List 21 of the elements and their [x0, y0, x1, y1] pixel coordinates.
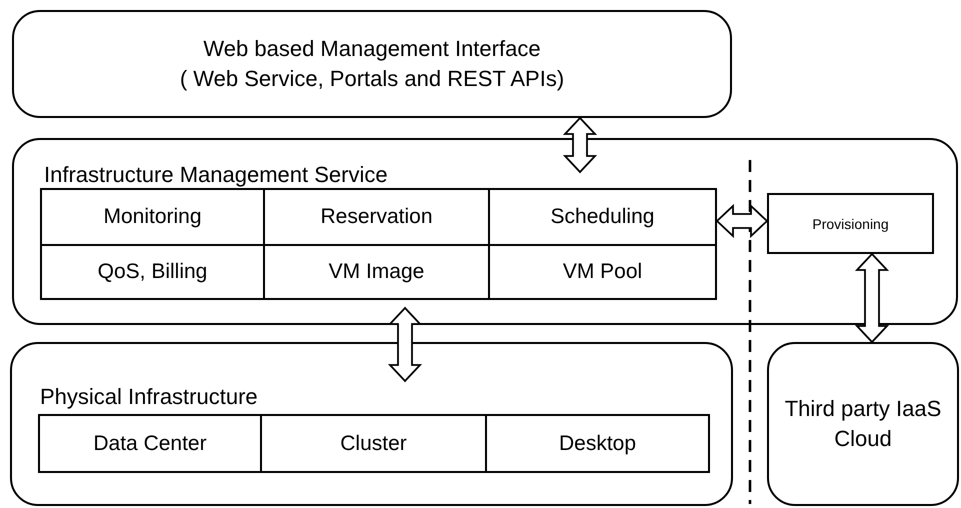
module-cell: VM Pool [488, 244, 717, 300]
module-cell: Data Center [38, 414, 262, 473]
module-cell: Desktop [485, 414, 710, 473]
module-cell: Cluster [260, 414, 487, 473]
double-arrow [562, 116, 598, 174]
panel-title: ( Web Service, Portals and REST APIs) [180, 65, 564, 93]
double-arrow [854, 252, 890, 344]
rounded-panel [12, 10, 732, 118]
rounded-panel [10, 342, 733, 506]
panel-title: Physical Infrastructure [40, 384, 258, 410]
double-arrow [716, 204, 768, 238]
rounded-panel [767, 342, 959, 506]
module-cell: Monitoring [40, 188, 265, 246]
double-arrow [388, 306, 422, 382]
panel-title: Web based Management Interface [203, 35, 541, 63]
module-cell: Scheduling [488, 188, 717, 246]
rounded-panel [12, 138, 958, 325]
module-cell: QoS, Billing [40, 244, 265, 300]
panel-title: Third party IaaS Cloud [784, 395, 942, 453]
panel-title: Infrastructure Management Service [44, 162, 388, 188]
module-cell: Provisioning [767, 193, 934, 254]
